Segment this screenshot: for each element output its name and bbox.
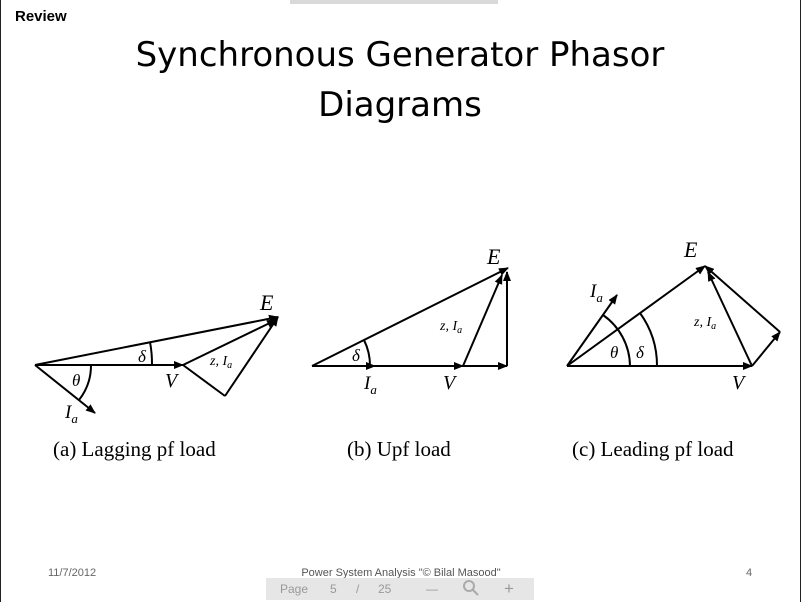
upf-delta-label: δ (352, 346, 361, 365)
slide-title: Synchronous Generator Phasor Diagrams (135, 35, 665, 125)
leading-ia-phasor (566, 294, 618, 367)
upf-zia-label: z, Ia (439, 319, 462, 336)
left-border (0, 0, 1, 602)
lagging-e-phasor (34, 314, 279, 366)
lagging-delta-arc (149, 341, 154, 366)
lagging-ia-label: Ia (64, 402, 78, 426)
leading-theta-label: θ (610, 343, 618, 362)
section-label: Review (15, 8, 67, 25)
leading-caption: (c) Leading pf load (572, 437, 734, 461)
diagram-leading (566, 265, 781, 370)
lagging-delta-label: δ (138, 347, 147, 366)
slide-number: 4 (746, 567, 753, 579)
leading-zia-label: z, Ia (693, 315, 716, 332)
page-navigator: Page 5 / 25 — + (266, 578, 534, 600)
leading-delta-arc (639, 312, 659, 367)
lagging-zia-drop (182, 319, 277, 366)
upf-ia-label: Ia (363, 373, 377, 397)
leading-v-label: V (732, 372, 747, 394)
lagging-ia-phasor (34, 364, 96, 414)
lagging-caption: (a) Lagging pf load (53, 437, 216, 461)
upf-v-label: V (443, 372, 458, 394)
magnifier-icon[interactable] (462, 579, 480, 600)
pager-page-label: Page (280, 582, 309, 596)
footer-date: 11/7/2012 (48, 567, 97, 579)
leading-ia-label: Ia (589, 281, 603, 305)
pager-total-pages: 25 (378, 582, 392, 596)
pager-separator: / (356, 582, 360, 596)
leading-ixs-drop (704, 265, 781, 333)
upf-zia-drop (462, 274, 503, 367)
pager-current-page[interactable]: 5 (330, 582, 337, 596)
upf-e-label: E (486, 244, 501, 269)
leading-izr-drop (751, 331, 781, 367)
upf-caption: (b) Upf load (347, 437, 451, 461)
leading-delta-label: δ (636, 343, 645, 362)
lagging-e-label: E (259, 290, 274, 315)
lagging-ixs-drop (224, 316, 279, 397)
lagging-v-label: V (165, 370, 180, 392)
leading-theta-arc (602, 314, 631, 367)
diagram-lagging (34, 314, 279, 414)
diagram-upf (311, 267, 511, 370)
lagging-theta-arc (78, 364, 93, 401)
leading-e-phasor (566, 265, 706, 367)
zoom-out-button[interactable]: — (426, 582, 438, 596)
upf-delta-arc (363, 339, 372, 367)
leading-e-label: E (683, 237, 698, 262)
lagging-zia-label: z, Ia (209, 354, 232, 371)
zoom-in-button[interactable]: + (504, 579, 514, 598)
lagging-theta-label: θ (72, 371, 80, 390)
footer-copyright: Power System Analysis "© Bilal Masood" (301, 567, 501, 579)
upf-e-phasor (311, 267, 509, 367)
leading-zia-drop (707, 271, 753, 367)
lagging-izr-drop (182, 364, 226, 397)
window-top-bar (290, 0, 498, 4)
